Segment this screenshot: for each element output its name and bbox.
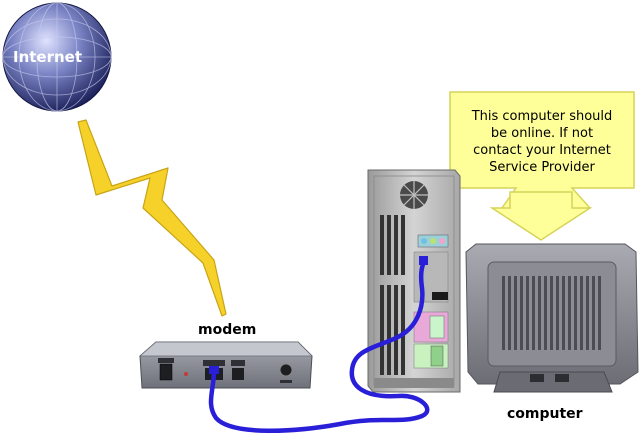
callout-message: This computer should be online. If not c… [456, 108, 628, 176]
callout-line-3: contact your Internet [473, 143, 611, 158]
computer-monitor [465, 243, 639, 393]
ethernet-cable [208, 259, 430, 433]
modem-device [138, 341, 313, 389]
internet-globe [2, 2, 112, 112]
wireless-lightning-icon [77, 119, 227, 317]
callout-line-4: Service Provider [489, 160, 595, 175]
computer-tower [367, 169, 461, 393]
internet-globe-label: Internet [13, 48, 83, 66]
callout-box [449, 91, 635, 241]
callout-line-2: be online. If not [490, 126, 594, 141]
modem-label: modem [198, 322, 257, 338]
computer-label: computer [507, 406, 583, 422]
callout-line-1: This computer should [471, 109, 613, 124]
